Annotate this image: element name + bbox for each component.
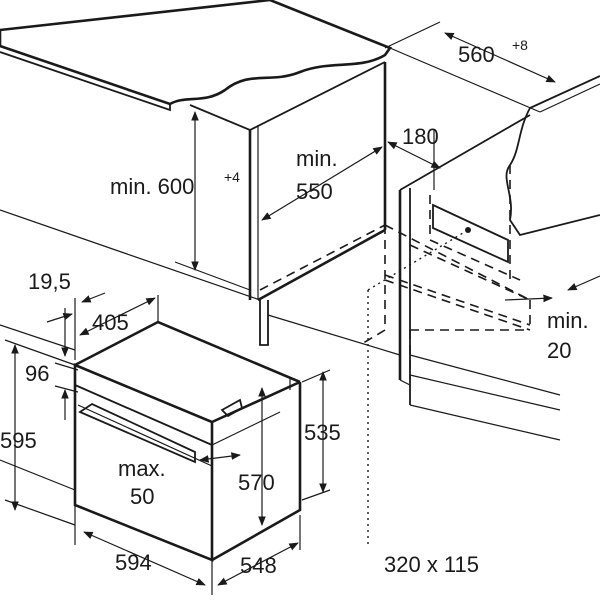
label-548: 548 xyxy=(240,553,277,578)
label-max-50-b: 50 xyxy=(130,484,154,509)
niche-outline xyxy=(259,165,531,380)
label-535: 535 xyxy=(304,420,341,445)
vent-opening xyxy=(432,203,509,264)
label-594: 594 xyxy=(115,550,152,575)
left-cabinet xyxy=(189,61,387,346)
label-320x115: 320 x 115 xyxy=(384,552,479,577)
dimension-labels: 560 +8 min. 600 +4 min. 550 180 min. 20 … xyxy=(0,37,589,578)
label-560-tol: +8 xyxy=(512,37,528,53)
label-560: 560 xyxy=(458,42,495,67)
label-min-600: min. 600 xyxy=(110,174,194,199)
label-600-tol: +4 xyxy=(224,169,240,185)
label-min-550-a: min. xyxy=(296,146,338,171)
oven xyxy=(73,320,302,562)
vent-leader xyxy=(367,229,469,545)
label-570: 570 xyxy=(238,470,275,495)
dimension-lines xyxy=(4,21,600,595)
label-96: 96 xyxy=(25,361,49,386)
label-min-20-b: 20 xyxy=(547,338,571,363)
label-19-5: 19,5 xyxy=(28,269,71,294)
label-min-20-a: min. xyxy=(547,308,589,333)
label-max-50-a: max. xyxy=(118,456,166,481)
label-180: 180 xyxy=(402,124,439,149)
label-min-550-b: 550 xyxy=(296,179,333,204)
label-595: 595 xyxy=(0,428,37,453)
countertop-left xyxy=(0,0,393,112)
label-405: 405 xyxy=(92,310,129,335)
